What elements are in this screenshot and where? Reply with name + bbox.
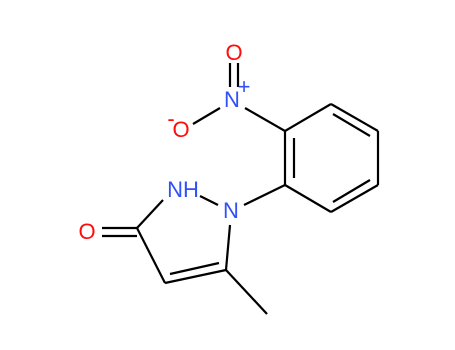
bond-ar-5 (284, 184, 332, 213)
bond-c-nitro (244, 107, 286, 132)
bond-c3-c4 (136, 227, 166, 284)
carbonyl-group: O (78, 219, 137, 244)
nitro-n-label: N (224, 87, 240, 112)
bond-n1-n2 (199, 195, 219, 206)
bond-ar-4 (330, 184, 379, 213)
nitro-group: O N + O - (167, 40, 286, 142)
bond-c4-c5-inner (169, 261, 220, 276)
bond-ar-4-inner (332, 179, 371, 203)
ring-n-label: N (223, 198, 239, 223)
ring-nh-label: NH (167, 177, 199, 202)
carbonyl-o-label: O (78, 219, 95, 244)
nitro-o-top-label: O (225, 40, 242, 65)
bond-c5-n1 (224, 224, 232, 271)
bond-n2-c3 (136, 199, 164, 229)
bond-ar-2 (330, 103, 379, 132)
nitro-o-left-charge: - (167, 106, 174, 131)
nitro-n-charge: + (238, 74, 251, 99)
benzene-ring (283, 103, 380, 213)
bond-c4-c5 (164, 268, 227, 285)
pyrazolone-ring (136, 195, 232, 285)
bond-aryl-n1 (243, 184, 286, 206)
bond-n-o-left (192, 107, 221, 125)
nitro-o-left-label: O (172, 117, 189, 142)
bond-ar-1 (284, 103, 332, 132)
bond-ar-2-inner (332, 113, 371, 137)
bond-methyl (225, 269, 268, 315)
